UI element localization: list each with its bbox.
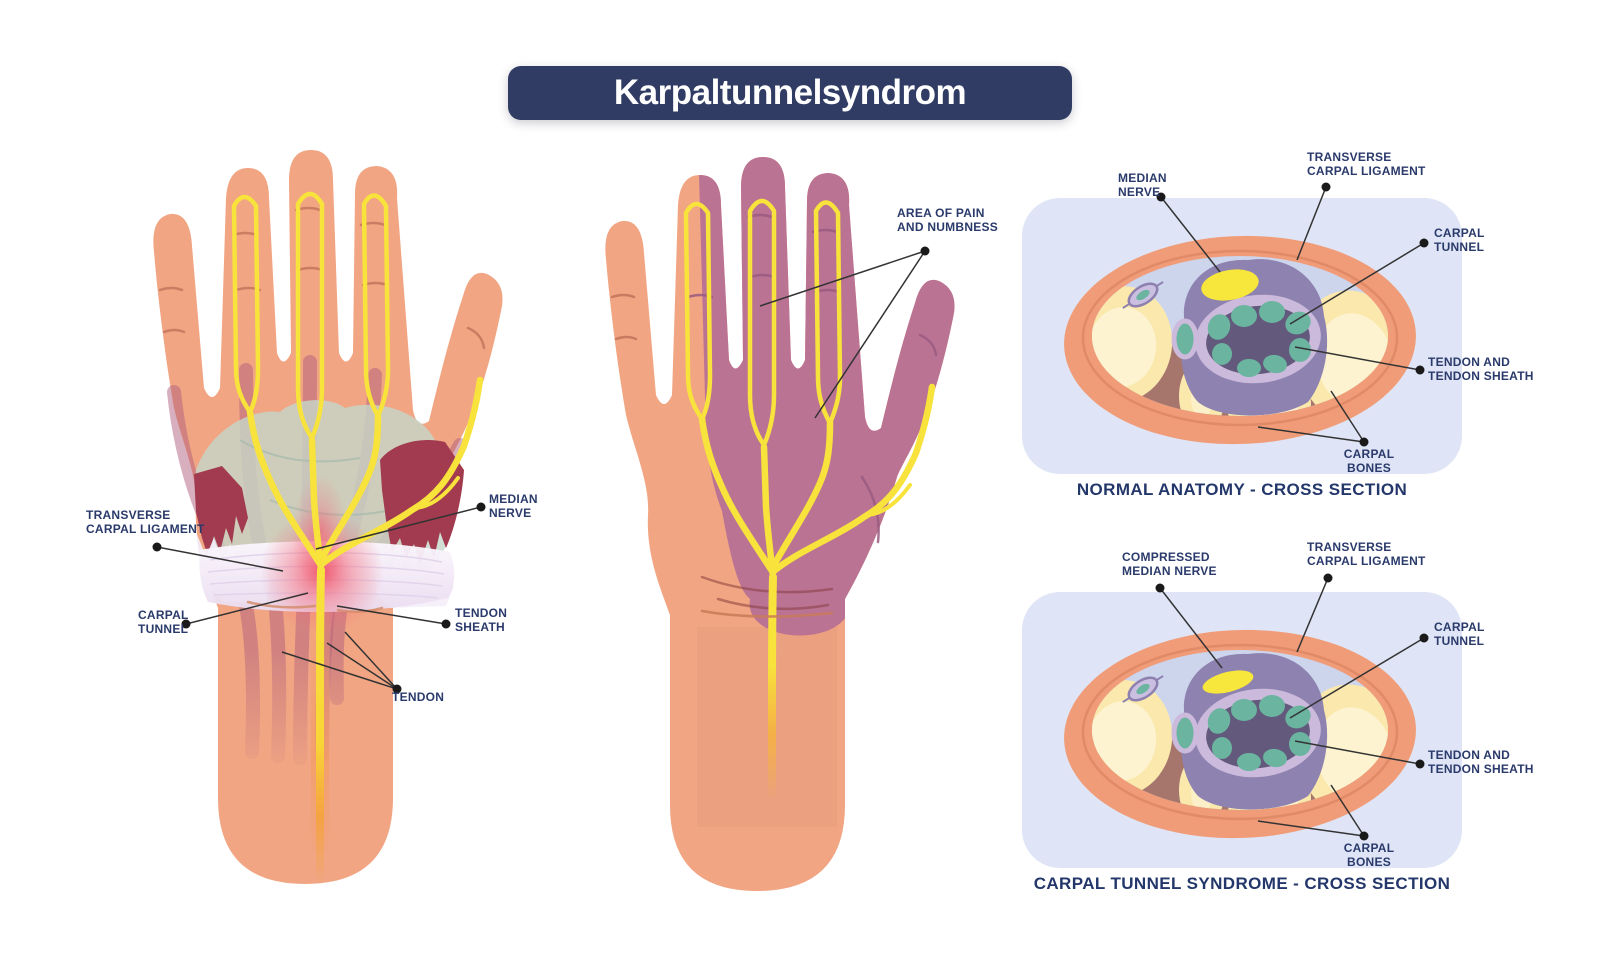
label-xs-median-nerve: MEDIAN NERVE — [1118, 171, 1167, 199]
label-xs-transverse-carpal-ligament: TRANSVERSE CARPAL LIGAMENT — [1307, 150, 1426, 178]
label-xs-carpal-tunnel: CARPAL TUNNEL — [1434, 226, 1485, 254]
label-transverse-carpal-ligament: TRANSVERSE CARPAL LIGAMENT — [86, 508, 205, 536]
label-xs2-transverse-carpal-ligament: TRANSVERSE CARPAL LIGAMENT — [1307, 540, 1426, 568]
label-xs2-carpal-tunnel: CARPAL TUNNEL — [1434, 620, 1485, 648]
label-carpal-tunnel: CARPAL TUNNEL — [138, 608, 189, 636]
median-nerve-normal — [1201, 269, 1259, 301]
cross-section-normal — [1022, 198, 1462, 474]
hypothenar-muscle — [194, 466, 248, 556]
label-xs-tendon-and-sheath: TENDON AND TENDON SHEATH — [1428, 355, 1534, 383]
median-nerve-compressed — [1202, 670, 1254, 694]
page-title: Karpaltunnelsyndrom — [613, 73, 967, 112]
label-tendon-sheath: TENDON SHEATH — [455, 606, 508, 634]
cross-section-syndrome — [1022, 592, 1462, 868]
wrist-crease — [700, 609, 834, 618]
label-area-of-pain: AREA OF PAIN AND NUMBNESS — [897, 206, 999, 234]
label-xs2-tendon-and-sheath: TENDON AND TENDON SHEATH — [1428, 748, 1534, 776]
forearm-shading — [697, 627, 837, 827]
title-banner: Karpaltunnelsyndrom — [508, 66, 1072, 120]
label-tendon: TENDON — [392, 690, 445, 704]
label-xs2-carpal-bones: CARPAL BONES — [1343, 841, 1395, 869]
caption-carpal-tunnel-syndrome: CARPAL TUNNEL SYNDROME - CROSS SECTION — [1033, 874, 1451, 893]
label-xs2-compressed-median-nerve: COMPRESSED MEDIAN NERVE — [1122, 550, 1217, 578]
label-xs-carpal-bones: CARPAL BONES — [1343, 447, 1395, 475]
caption-normal-anatomy: NORMAL ANATOMY - CROSS SECTION — [1076, 480, 1408, 499]
pain-distribution-illustration — [605, 157, 955, 891]
label-median-nerve: MEDIAN NERVE — [489, 492, 538, 520]
